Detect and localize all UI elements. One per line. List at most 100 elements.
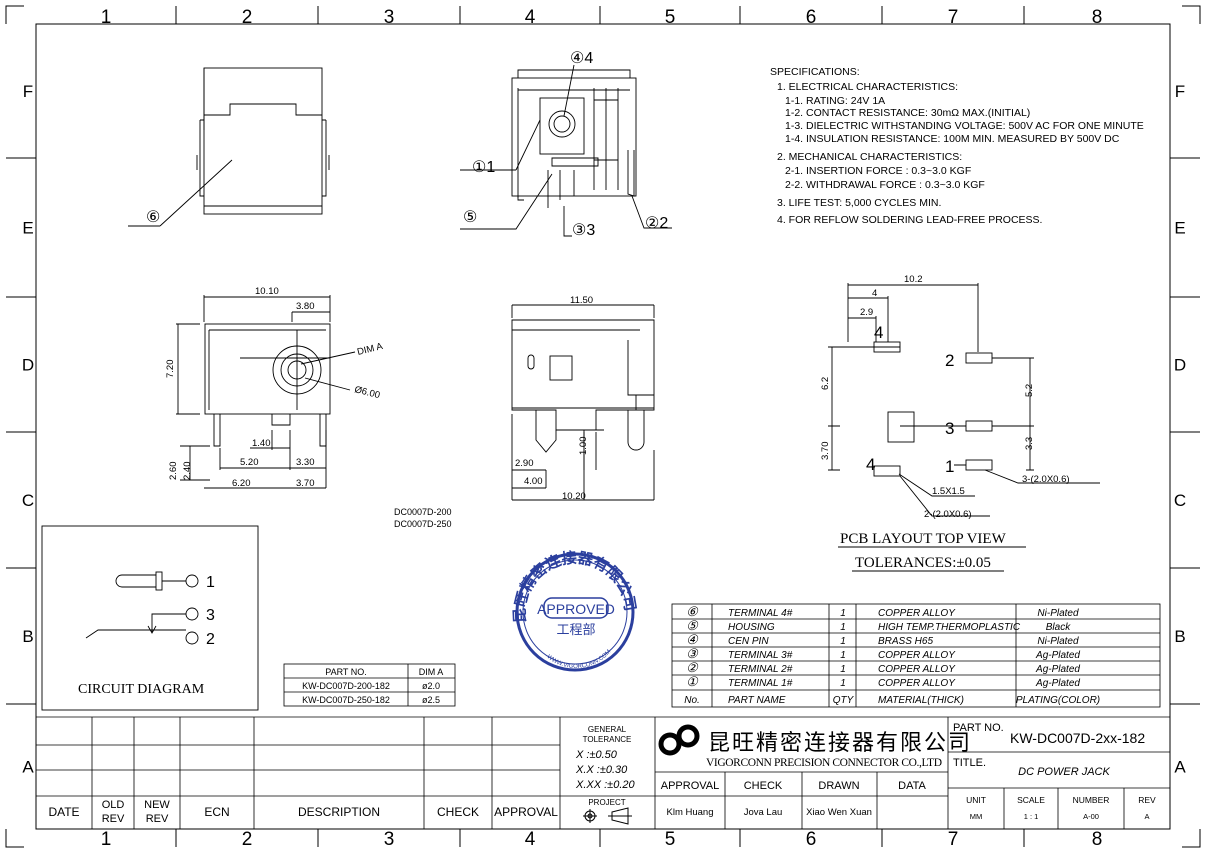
zone-column-label: 6 [806,7,817,28]
zone-column-label: 1 [101,7,112,28]
bom-cell: ⑤ [686,618,699,633]
dim-label: 3.3 [1024,437,1035,450]
part-number: KW-DC007D-2xx-182 [1010,730,1145,746]
top-view-drawing [128,67,330,227]
frame-corner-bl [5,829,24,848]
zone-column-label: 3 [384,7,395,28]
bom-cell: CEN PIN [728,636,769,647]
bom-cell: HOUSING [728,622,775,633]
revision-header: DESCRIPTION [298,805,380,819]
pcb-pin-numbers: 4 2 3 1 4 [866,323,954,476]
side-dimension-drawing [511,304,655,501]
bom-cell: ⑥ [686,604,699,619]
callout-5: ⑤ [463,209,477,226]
pin-number: 4 [874,323,883,342]
front-dimension-labels: 10.10 3.80 7.20 DIM A Ø6.00 1.40 5.20 3.… [165,286,384,489]
bom-cell: 1 [840,678,846,689]
zone-column-label: 7 [948,7,959,28]
zone-row-label: E [22,219,33,238]
revision-header: OLD [102,799,125,811]
dim-label: 3.70 [820,442,831,461]
bom-cell: 1 [840,636,846,647]
bom-cell: Black [1046,622,1071,633]
zone-row-label: C [22,491,34,510]
bom-header-cell: No. [684,695,700,706]
zone-row-label: A [22,758,34,777]
circuit-pin-labels: 1 3 2 [206,574,215,648]
spec-line: 2. MECHANICAL CHARACTERISTICS: [777,151,962,163]
pin-number: 2 [945,351,954,370]
zone-column-label: 4 [525,7,536,28]
zone-row-labels-left: F E D C B A [22,82,34,777]
table-header: PART NO. [325,667,367,677]
meta-value: A [1144,812,1149,821]
bom-cell: ④ [686,632,699,647]
bom-cell: TERMINAL 3# [728,650,793,661]
zone-column-label: 1 [101,829,112,850]
spec-line: 1. ELECTRICAL CHARACTERISTICS: [777,81,958,93]
dim-label: DIM A [356,341,384,358]
inner-frame [35,23,1171,830]
dim-label: Ø6.00 [353,384,381,401]
zone-column-label: 2 [242,7,253,28]
dim-label: 5.2 [1024,384,1035,397]
bom-cell: ① [686,674,699,689]
bom-cell: Ni-Plated [1037,608,1079,619]
pin-number: 1 [945,457,954,476]
zone-row-label: C [1174,491,1186,510]
callout-2: ②2 [645,215,668,232]
zone-row-label: D [22,356,34,375]
spec-line: 1-1. RATING: 24V 1A [785,95,885,107]
bom-cell: BRASS H65 [878,636,933,647]
bom-cell: ② [686,660,699,675]
frame-corner-tr [1182,5,1201,24]
dim-label: 3.30 [296,457,315,468]
company-name-en: VIGORCONN PRECISION CONNECTOR CO.,LTD [706,757,942,769]
dim-label: 1.5X1.5 [932,486,965,497]
table-cell: ø2.0 [422,681,440,691]
model-number: DC0007D-250 [394,519,452,529]
dim-label: 10.2 [904,274,923,285]
stamp-approved-badge: APPROVED [537,601,615,617]
dim-label: 1.00 [578,437,589,456]
dim-label: 6.2 [820,377,831,390]
pin-number: 3 [945,419,954,438]
tolerance-title-text: GENERAL [588,725,627,734]
dim-label: 3.80 [296,301,315,312]
zone-row-label: E [1174,219,1185,238]
dim-label: 3.70 [296,478,315,489]
dim-label: 10.20 [562,491,586,502]
table-cell: ø2.5 [422,695,440,705]
zone-row-ticks [6,157,1200,705]
bom-cell: 1 [840,664,846,675]
meta-header: REV [1138,795,1156,805]
dim-label: 2.9 [860,307,873,318]
meta-header: SCALE [1017,795,1045,805]
spec-line: 1-2. CONTACT RESISTANCE: 30mΩ MAX.(INITI… [785,107,1030,119]
meta-value: A-00 [1083,812,1099,821]
revision-header: CHECK [437,805,479,819]
bom-cell: TERMINAL 4# [728,608,793,619]
table-cell: KW-DC007D-250-182 [302,695,390,705]
meta-header: NUMBER [1073,795,1110,805]
meta-value: MM [970,812,983,821]
project-label: PROJECT [588,798,625,807]
bom-cell: Ag-Plated [1035,678,1080,689]
approval-header: APPROVAL [661,780,720,792]
spec-line: 3. LIFE TEST: 5,000 CYCLES MIN. [777,197,941,209]
circuit-diagram-title: CIRCUIT DIAGRAM [78,682,205,697]
bom-header-cell: QTY [833,695,855,706]
zone-row-label: B [22,627,33,646]
revision-header: APPROVAL [494,805,558,819]
callout-4: ④4 [570,50,593,67]
spec-line: 2-2. WITHDRAWAL FORCE : 0.3~3.0 KGF [785,179,985,191]
zone-row-label: F [23,82,33,101]
pcb-view-title: PCB LAYOUT TOP VIEW [840,531,1007,547]
meta-value: 1 : 1 [1024,812,1039,821]
zone-column-label: 4 [525,829,536,850]
